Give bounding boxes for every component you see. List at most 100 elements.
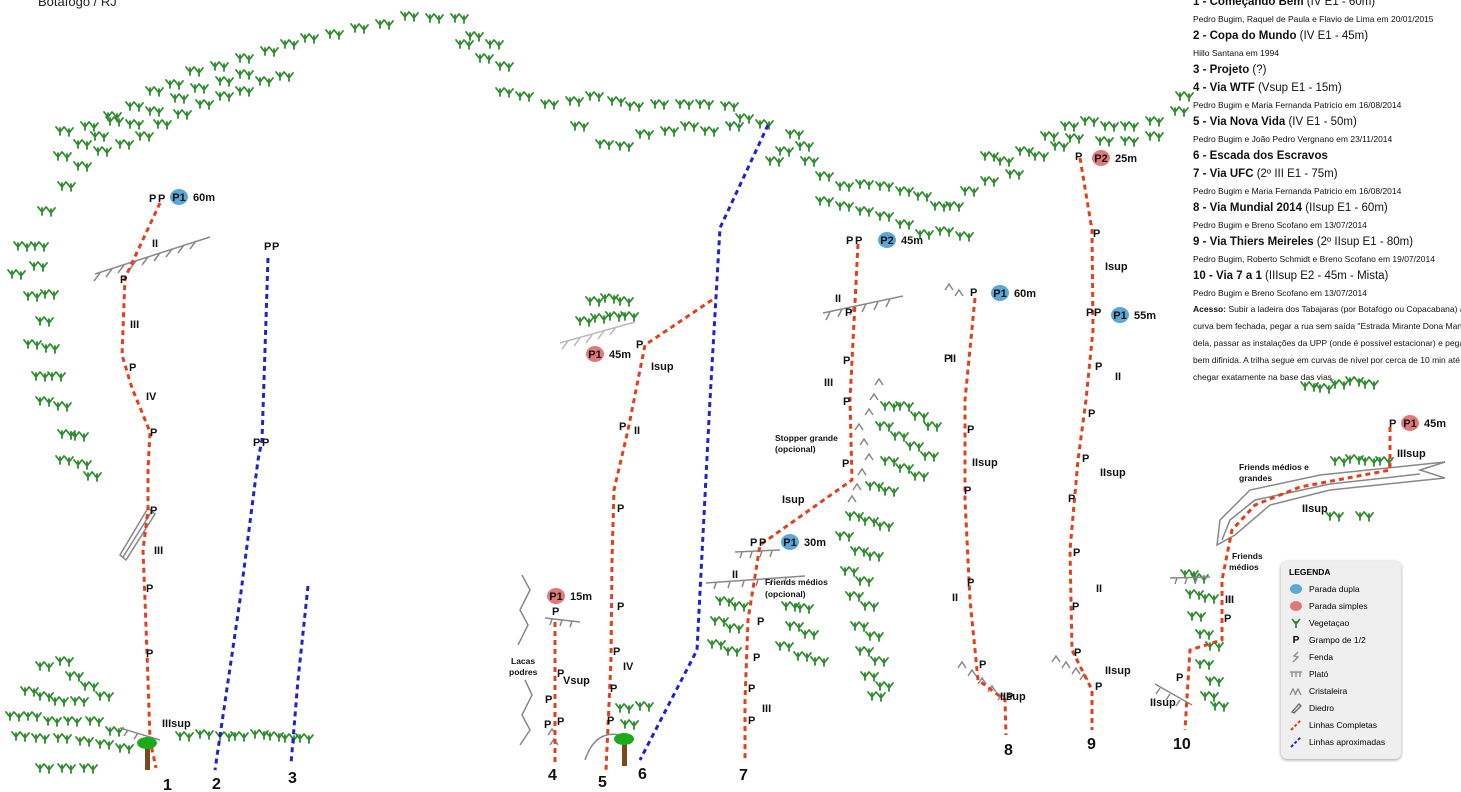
vegetation-icon [616,142,633,151]
vegetation-icon [811,657,828,666]
vegetation-icon [981,177,998,186]
route-number-4: 4 [548,767,557,784]
vegetation-icon [1196,660,1213,669]
vegetation-icon [721,102,738,111]
vegetation-icon [1121,122,1138,131]
route-name: 8 - Via Mundial 2014 [1193,202,1303,214]
bolt-marker: P [146,583,153,595]
stop-distance: 25m [1115,153,1137,165]
vegetation-icon [496,88,513,97]
vegetation-icon [8,270,25,279]
vegetation-icon [154,120,171,129]
vegetation-icon [608,97,625,106]
vegetation-icon [726,624,743,633]
plateau-icon [1289,668,1303,680]
vegetation-icon [186,67,203,76]
bolt-marker: P [979,659,986,671]
vegetation-icon [351,24,368,33]
route-title: 5 - Via Nova Vida (IV E1 - 50m) [1193,113,1461,131]
bolt-marker: P [545,694,552,706]
vegetation-icon [376,20,393,29]
grade-label: II [1115,371,1121,383]
vegetation-icon [708,640,725,649]
stop-label: P2 [880,235,893,247]
vegetation-icon [836,182,853,191]
vegetation-icon [731,602,748,611]
route-grade: (IIIsup E2 - 45m - Mista) [1261,270,1389,282]
vegetation-icon [64,717,81,726]
route-title: 7 - Via UFC (2º III E1 - 75m) [1193,165,1461,183]
grade-label: Vsup [563,675,590,687]
route-title: 8 - Via Mundial 2014 (IIsup E1 - 60m) [1193,199,1461,217]
vegetation-icon [1211,702,1228,711]
vegetation-icon [1066,134,1083,143]
stop-label: P1 [588,349,601,361]
vegetation-icon [216,92,233,101]
vegetation-icon [126,102,143,111]
vegetation-icon [766,157,783,166]
grade-label: II [634,425,640,437]
vegetation-icon [776,642,793,651]
vegetation-icon [32,734,49,743]
bolt-marker: P [253,437,260,449]
vegetation-icon [58,764,75,773]
bolt-marker: P [843,396,850,408]
route-name: 5 - Via Nova Vida [1193,116,1286,128]
bolt-marker: P [1006,691,1013,703]
route-title: 2 - Copa do Mundo (IV E1 - 45m) [1193,27,1461,45]
vegetation-icon [42,344,59,353]
vegetation-icon [956,232,973,241]
bolt-marker: P [1095,681,1102,693]
vegetation-icon [696,100,713,109]
vegetation-icon [466,32,483,41]
vegetation-icon [876,182,893,191]
legend-label: Parada dupla [1309,584,1360,594]
vegetation-icon [38,207,55,216]
vegetation-icon [1041,132,1058,141]
vegetation-icon [1361,457,1378,466]
vegetation-icon [74,162,91,171]
route-line-7 [743,243,860,762]
vegetation-icon [56,456,73,465]
vegetation-icon [856,207,873,216]
vegetation-icon [236,54,253,63]
route-name: 1 - Começando Bem [1193,0,1304,8]
legend-item-vegetation: Vegetaçao [1289,616,1349,630]
bolt-marker: P [617,601,624,613]
vegetation-icon [816,172,833,181]
vegetation-icon [836,202,853,211]
bolt-marker: P [610,683,617,695]
legend-item-single-stop: Parada simples [1289,599,1368,613]
bolt-marker: P [1073,547,1080,559]
legend-item-approx-line: Linhas aproximadas [1289,735,1385,749]
vegetation-icon [1206,677,1223,686]
vegetation-icon [80,764,97,773]
bolt-marker: P [1095,361,1102,373]
legend-label: Grampo de 1/2 [1309,635,1366,645]
route-first-ascent: Pedro Bugim e Maria Fernanda Patricio em… [1193,186,1402,196]
vegetation-icon [171,94,188,103]
vegetation-icon [846,592,863,601]
bolt-marker: P [613,646,620,658]
legend-title: LEGENDA [1289,567,1331,577]
vegetation-icon [196,730,213,739]
grade-label: III [824,377,833,389]
vegetation-icon [1101,122,1118,131]
vegetation-icon [456,40,473,49]
vegetation-icon [801,630,818,639]
vegetation-icon [876,522,893,531]
vegetation-icon [36,662,53,671]
route-name: 10 - Via 7 a 1 [1193,270,1262,282]
vegetation-icon [924,422,941,431]
vegetation-icon [54,152,71,161]
legend-item-complete-line: Linhas Completas [1289,718,1377,732]
route-number-1: 1 [163,777,172,792]
legend-label: Linhas aproximadas [1309,737,1386,747]
vegetation-icon [74,460,91,469]
bolt-marker: P [1074,647,1081,659]
